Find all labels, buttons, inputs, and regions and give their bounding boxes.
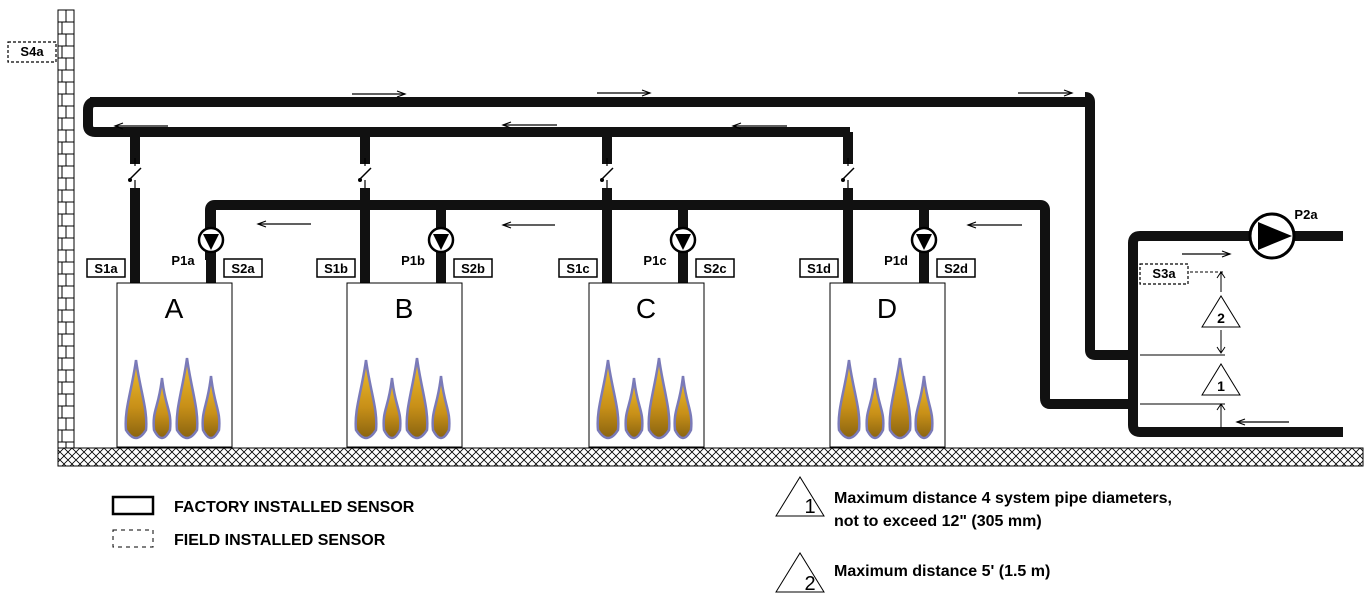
flame xyxy=(673,375,693,440)
flame xyxy=(201,375,221,440)
flame xyxy=(175,357,199,440)
sensor-s2d: S2d xyxy=(936,258,976,278)
boiler-letter: D xyxy=(877,293,897,324)
boiler-letter: A xyxy=(165,293,184,324)
pump-p2a-label: P2a xyxy=(1294,207,1318,222)
flame xyxy=(124,359,148,440)
pump-label: P1c xyxy=(643,253,666,268)
brick-wall xyxy=(57,9,75,449)
pump-label: P1b xyxy=(401,253,425,268)
sensor-s4a-label: S4a xyxy=(20,44,44,59)
pump-p1a: P1a xyxy=(171,226,225,268)
svg-text:S1d: S1d xyxy=(807,261,831,276)
flame xyxy=(647,357,671,440)
sensor-s3a: S3a xyxy=(1139,263,1225,285)
flame xyxy=(837,359,861,440)
flame xyxy=(382,377,402,440)
svg-text:S1a: S1a xyxy=(94,261,118,276)
flame xyxy=(405,357,429,440)
flame xyxy=(431,375,451,440)
flame xyxy=(596,359,620,440)
legend-field-swatch xyxy=(112,529,154,548)
pump-p2a: P2a xyxy=(1248,207,1318,260)
flow-arrows xyxy=(113,89,1289,426)
note-2-line1: Maximum distance 5' (1.5 m) xyxy=(834,563,1050,580)
note-2-number: 2 xyxy=(804,573,815,595)
legend: FACTORY INSTALLED SENSOR FIELD INSTALLED… xyxy=(111,495,415,549)
sensor-s1b: S1b xyxy=(316,258,356,278)
sensor-s1c: S1c xyxy=(558,258,598,278)
note-1-line1: Maximum distance 4 system pipe diameters… xyxy=(834,490,1172,507)
pump-label: P1d xyxy=(884,253,908,268)
boiler-letter: C xyxy=(636,293,656,324)
note-1-number: 1 xyxy=(804,496,815,518)
flame xyxy=(865,377,885,440)
notes: 1 Maximum distance 4 system pipe diamete… xyxy=(775,476,1172,595)
primary-loop xyxy=(1128,231,1343,437)
flame xyxy=(152,377,172,440)
pump-label: P1a xyxy=(171,253,195,268)
sensor-s1d: S1d xyxy=(799,258,839,278)
sensor-s4a: S4a xyxy=(7,41,57,63)
svg-text:S1c: S1c xyxy=(566,261,589,276)
pump-p1c: P1c xyxy=(643,226,697,268)
floor xyxy=(57,447,1364,467)
dimension-1-number: 1 xyxy=(1217,378,1225,394)
flame xyxy=(888,357,912,440)
dimension-markers: 2 1 xyxy=(1140,271,1241,428)
system-pipe-right xyxy=(1084,92,1135,360)
svg-text:S2b: S2b xyxy=(461,261,485,276)
legend-factory-swatch xyxy=(111,495,155,516)
svg-text:S1b: S1b xyxy=(324,261,348,276)
flame xyxy=(624,377,644,440)
svg-text:S2a: S2a xyxy=(231,261,255,276)
sensor-s1a: S1a xyxy=(86,258,126,278)
sensor-s3a-label: S3a xyxy=(1152,266,1176,281)
sensor-s2c: S2c xyxy=(695,258,735,278)
legend-factory-text: FACTORY INSTALLED SENSOR xyxy=(174,499,415,516)
pump-p1d: P1d xyxy=(884,226,938,268)
sensor-s2b: S2b xyxy=(453,258,493,278)
sensor-s2a: S2a xyxy=(223,258,263,278)
dimension-2-number: 2 xyxy=(1217,310,1225,326)
note-1-line2: not to exceed 12" (305 mm) xyxy=(834,513,1042,530)
svg-text:S2d: S2d xyxy=(944,261,968,276)
svg-text:S2c: S2c xyxy=(703,261,726,276)
pump-p1b: P1b xyxy=(401,226,455,268)
flame xyxy=(914,375,934,440)
flame xyxy=(354,359,378,440)
legend-field-text: FIELD INSTALLED SENSOR xyxy=(174,532,386,549)
boiler-letter: B xyxy=(395,293,414,324)
